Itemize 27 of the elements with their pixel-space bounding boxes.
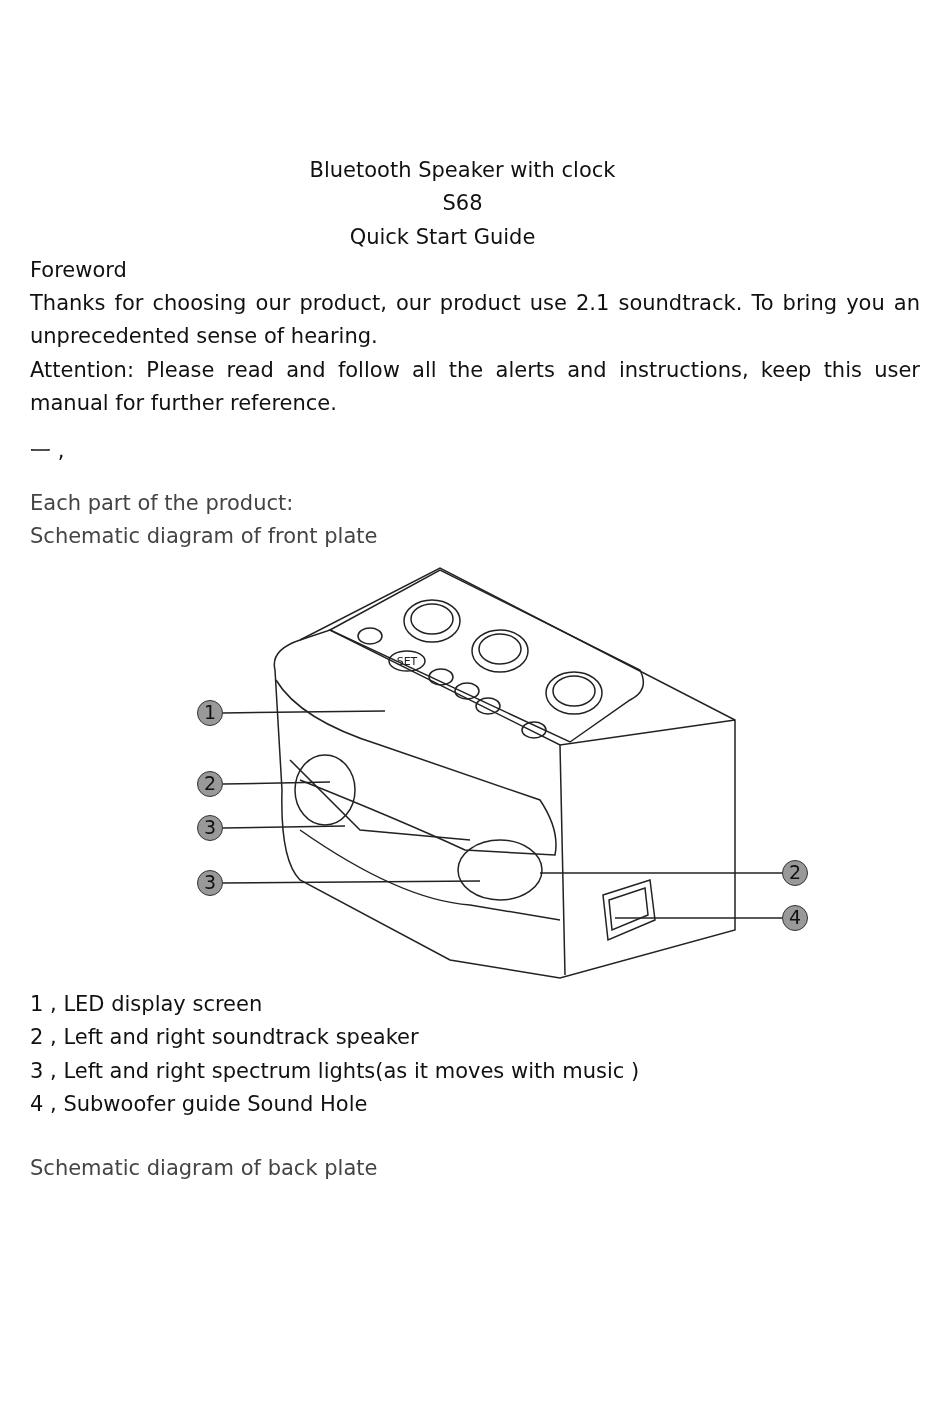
callout-number: 4 [782, 905, 808, 931]
leader-line [222, 710, 386, 714]
paragraph: Thanks for choosing our product, our product use 2.1 soundtrack. To bring you an unprecedented sense of hearing. [30, 290, 920, 350]
list-item: 2 , Left and right soundtrack speaker [30, 1024, 419, 1051]
section-heading: Each part of the product: [30, 490, 294, 517]
leader-line [222, 781, 331, 785]
callout-number: 3 [197, 815, 223, 841]
button-label: SET [396, 655, 418, 668]
list-item: 4 , Subwoofer guide Sound Hole [30, 1091, 368, 1118]
leader-line [539, 872, 783, 874]
list-item: 1 , LED display screen [30, 991, 263, 1018]
paragraph: Attention: Please read and follow all the alerts and instructions, keep this user manual for further reference. [30, 357, 920, 417]
section-heading: Schematic diagram of back plate [30, 1155, 378, 1182]
callout-number: 2 [197, 771, 223, 797]
leader-line [222, 880, 481, 884]
leader-line [222, 825, 346, 829]
callout-number: 1 [197, 700, 223, 726]
leader-line [614, 917, 783, 919]
callout-number: 2 [782, 860, 808, 886]
section-heading: Schematic diagram of front plate [30, 523, 378, 550]
title: Bluetooth Speaker with clock [308, 157, 617, 184]
list-item: 3 , Left and right spectrum lights(as it moves with music ) [30, 1058, 640, 1085]
callout-number: 3 [197, 870, 223, 896]
model-number: S68 [441, 190, 484, 217]
section-number: 一 , [30, 438, 65, 465]
section-heading: Foreword [30, 257, 127, 284]
subtitle: Quick Start Guide [348, 224, 537, 251]
